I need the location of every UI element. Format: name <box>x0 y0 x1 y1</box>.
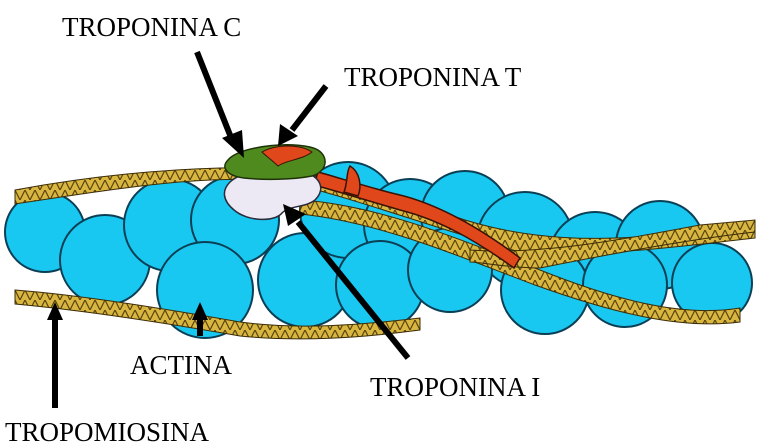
label-tropomyosin: TROPOMIOSINA <box>5 419 209 446</box>
arrow-troponin-c <box>197 52 232 140</box>
arrow-troponin-t <box>292 86 326 130</box>
label-troponin-c: TROPONINA C <box>62 14 241 41</box>
label-actin: ACTINA <box>130 352 232 379</box>
label-troponin-i: TROPONINA I <box>370 374 540 401</box>
label-troponin-t: TROPONINA T <box>344 64 521 91</box>
arrow-troponin-c-head <box>222 130 244 158</box>
